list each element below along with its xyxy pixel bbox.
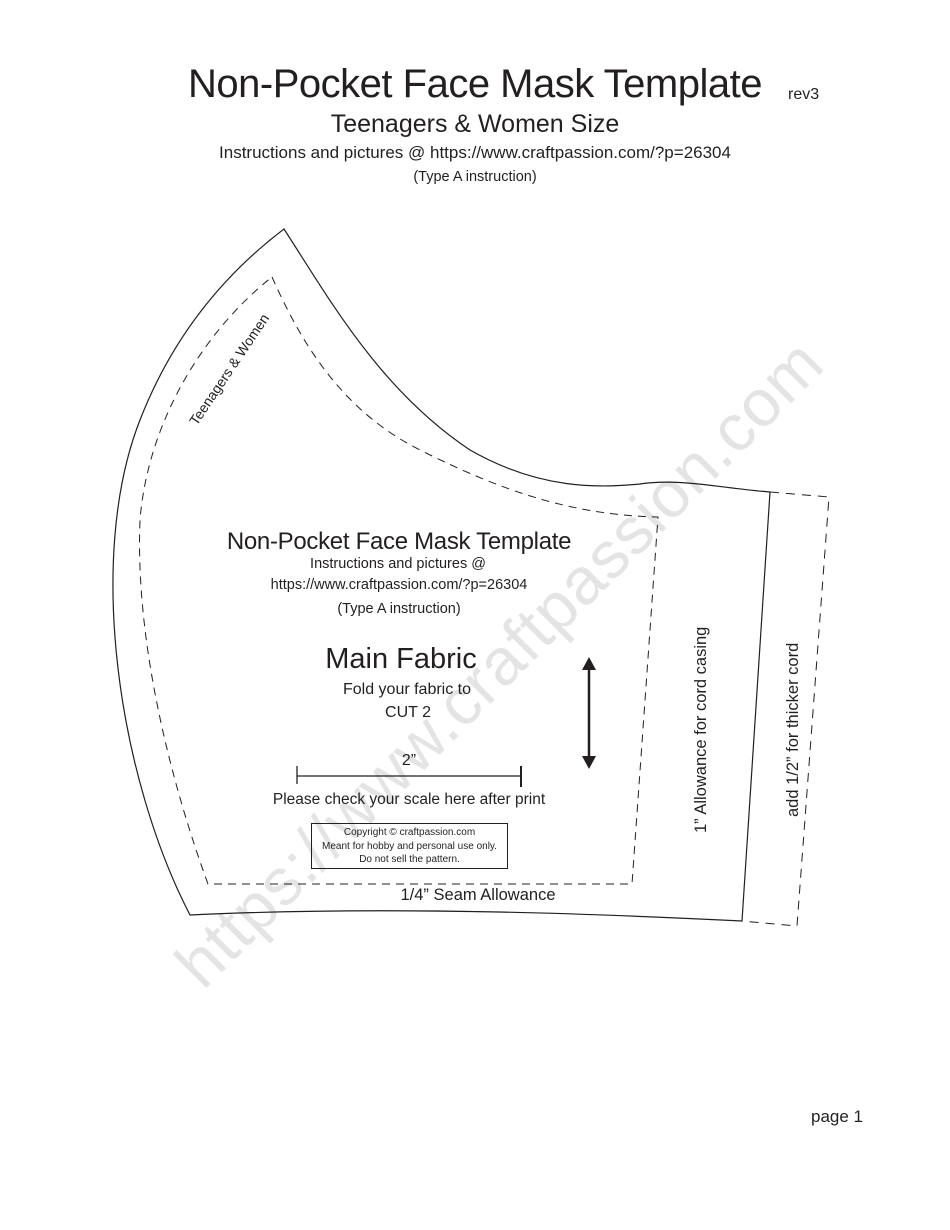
- page-number: page 1: [811, 1107, 863, 1126]
- copyright-line-2: Meant for hobby and personal use only.: [322, 840, 497, 852]
- grainline-arrow-icon: [582, 657, 596, 769]
- copyright-box: Copyright © craftpassion.com Meant for h…: [311, 823, 508, 869]
- page-title: Non-Pocket Face Mask Template: [188, 62, 762, 106]
- seam-allowance-label: 1/4” Seam Allowance: [400, 886, 556, 904]
- cord-casing-label: 1” Allowance for cord casing: [692, 626, 710, 833]
- inner-type-note: (Type A instruction): [337, 601, 461, 617]
- inner-instructions-1: Instructions and pictures @: [310, 556, 486, 572]
- seam-line: [139, 276, 659, 885]
- revision-label: rev3: [788, 86, 820, 103]
- copyright-line-1: Copyright © craftpassion.com: [343, 827, 476, 838]
- thicker-cord-line: [741, 491, 830, 927]
- cut-note: CUT 2: [385, 704, 431, 721]
- inner-instructions-2: https://www.craftpassion.com/?p=26304: [270, 577, 528, 593]
- thicker-cord-label: add 1/2” for thicker cord: [784, 642, 802, 817]
- instructions-link-text: Instructions and pictures @ https://www.…: [219, 143, 731, 162]
- scale-note: Please check your scale here after print: [272, 791, 546, 808]
- type-note: (Type A instruction): [413, 169, 537, 185]
- cut-line: [112, 228, 771, 922]
- copyright-line-3: Do not sell the pattern.: [359, 854, 460, 865]
- size-subtitle: Teenagers & Women Size: [330, 110, 620, 138]
- fold-note: Fold your fabric to: [342, 681, 472, 698]
- scale-bar: [296, 766, 522, 787]
- piece-name: Main Fabric: [325, 643, 477, 675]
- scale-label: 2”: [401, 752, 417, 769]
- inner-title: Non-Pocket Face Mask Template: [226, 528, 572, 555]
